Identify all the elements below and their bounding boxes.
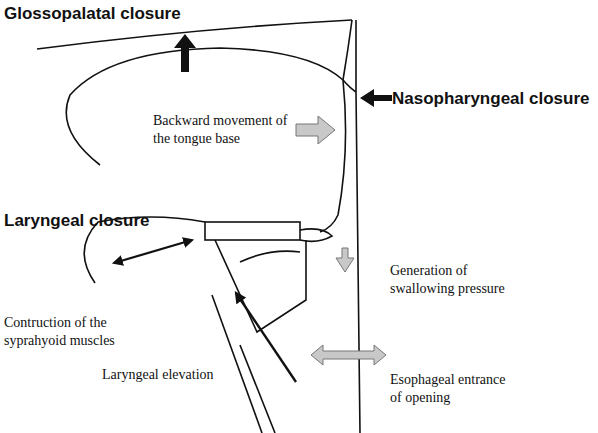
larynx-outline — [215, 240, 306, 332]
velum-line — [343, 20, 356, 92]
annotation-label: Backward movement of the tongue base — [153, 112, 293, 147]
epiglottis — [300, 229, 332, 241]
annotation-label: Laryngeal elevation — [102, 366, 272, 384]
annotation-label: Glossopalatal closure — [4, 3, 234, 24]
tongue-outline — [66, 48, 345, 232]
hyoid-rect — [205, 222, 300, 240]
annotation-label: Esophageal entrance of opening — [390, 371, 520, 406]
elevation-arrow — [236, 293, 296, 382]
vocal-fold-line — [240, 251, 300, 262]
closure-arrow — [360, 89, 392, 107]
pressure-arrow — [336, 248, 354, 272]
annotation-label: Generation of swallowing pressure — [390, 262, 530, 297]
closure-arrow — [174, 34, 196, 72]
trachea-line — [240, 345, 275, 433]
palate-line — [37, 20, 352, 49]
annotation-label: Nasopharyngeal closure — [392, 88, 592, 109]
annotation-label: Laryngeal closure — [4, 210, 164, 231]
movement-arrow — [296, 116, 335, 144]
opening-arrow — [311, 345, 386, 365]
trachea-line — [212, 295, 262, 433]
pharyngeal-wall — [356, 20, 360, 433]
double-arrow — [114, 240, 192, 263]
annotation-label: Contruction of the syprahyoid muscles — [4, 314, 164, 349]
